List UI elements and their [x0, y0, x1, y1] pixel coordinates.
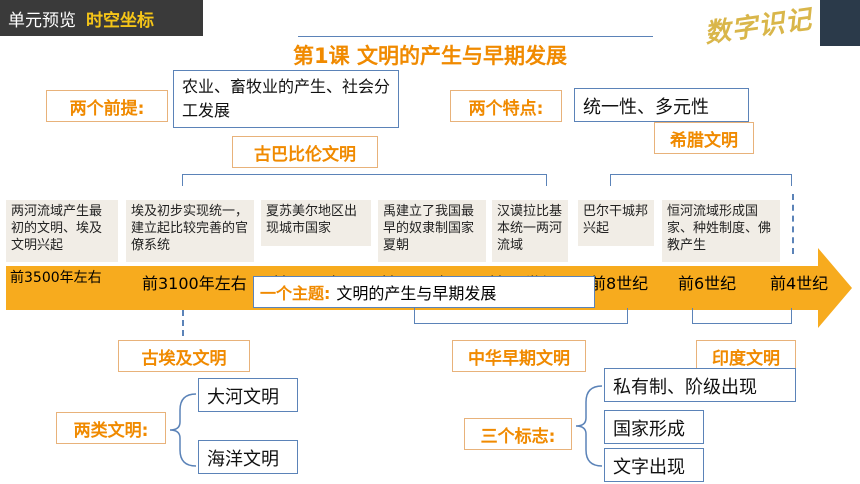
greece-bracket: [610, 174, 792, 186]
india-label: 印度文明: [696, 340, 796, 372]
tick-8: 前4世纪: [770, 274, 829, 293]
features-text: 统一性、多元性: [574, 88, 749, 122]
babylon-bracket: [182, 174, 547, 186]
premise-text: 农业、畜牧业的产生、社会分工发展: [173, 70, 399, 128]
egypt-label: 古埃及文明: [118, 340, 250, 372]
mark-writing: 文字出现: [604, 448, 704, 482]
event-box-7: 恒河流域形成国家、种姓制度、佛教产生: [662, 200, 780, 262]
tick-1: 前3500年左右: [10, 270, 102, 286]
india-dash: [792, 194, 794, 254]
tick-7: 前6世纪: [678, 274, 737, 293]
event-box-6: 巴尔干城邦兴起: [578, 200, 654, 246]
topic-label: 时空坐标: [86, 10, 154, 31]
section-label: 单元预览: [8, 10, 76, 31]
type-river: 大河文明: [198, 378, 298, 412]
event-box-1: 两河流域产生最初的文明、埃及文明兴起: [6, 200, 118, 262]
section-header: 单元预览 时空坐标: [0, 0, 203, 36]
egypt-connector: [182, 310, 184, 336]
mark-private: 私有制、阶级出现: [604, 368, 796, 402]
theme-label: 一个主题:: [260, 284, 331, 303]
type-ocean: 海洋文明: [198, 440, 298, 474]
event-box-2: 埃及初步实现统一，建立起比较完善的官僚系统: [126, 200, 254, 262]
greece-label: 希腊文明: [654, 122, 754, 154]
china-label: 中华早期文明: [452, 340, 586, 372]
title-rule: [298, 36, 653, 37]
mark-state: 国家形成: [604, 410, 704, 444]
theme-box: 一个主题: 文明的产生与早期发展: [253, 276, 595, 308]
types-label: 两类文明:: [56, 412, 166, 444]
marks-label: 三个标志:: [464, 418, 572, 450]
page-title: 第1课 文明的产生与早期发展: [293, 44, 567, 68]
features-label: 两个特点:: [450, 90, 562, 122]
india-bracket: [692, 308, 792, 324]
marks-brace: [575, 385, 603, 467]
theme-text: 文明的产生与早期发展: [336, 284, 497, 303]
types-brace: [169, 393, 197, 467]
babylon-label: 古巴比伦文明: [232, 136, 378, 168]
tick-6: 前8世纪: [590, 274, 649, 293]
premise-label: 两个前提:: [46, 90, 168, 122]
corner-tab: [820, 0, 860, 46]
event-box-4: 禹建立了我国最早的奴隶制国家夏朝: [378, 200, 486, 262]
tick-2: 前3100年左右: [142, 274, 247, 293]
china-bracket: [414, 308, 628, 324]
event-box-5: 汉谟拉比基本统一两河流域: [492, 200, 568, 262]
event-box-3: 夏苏美尔地区出现城市国家: [261, 200, 371, 246]
